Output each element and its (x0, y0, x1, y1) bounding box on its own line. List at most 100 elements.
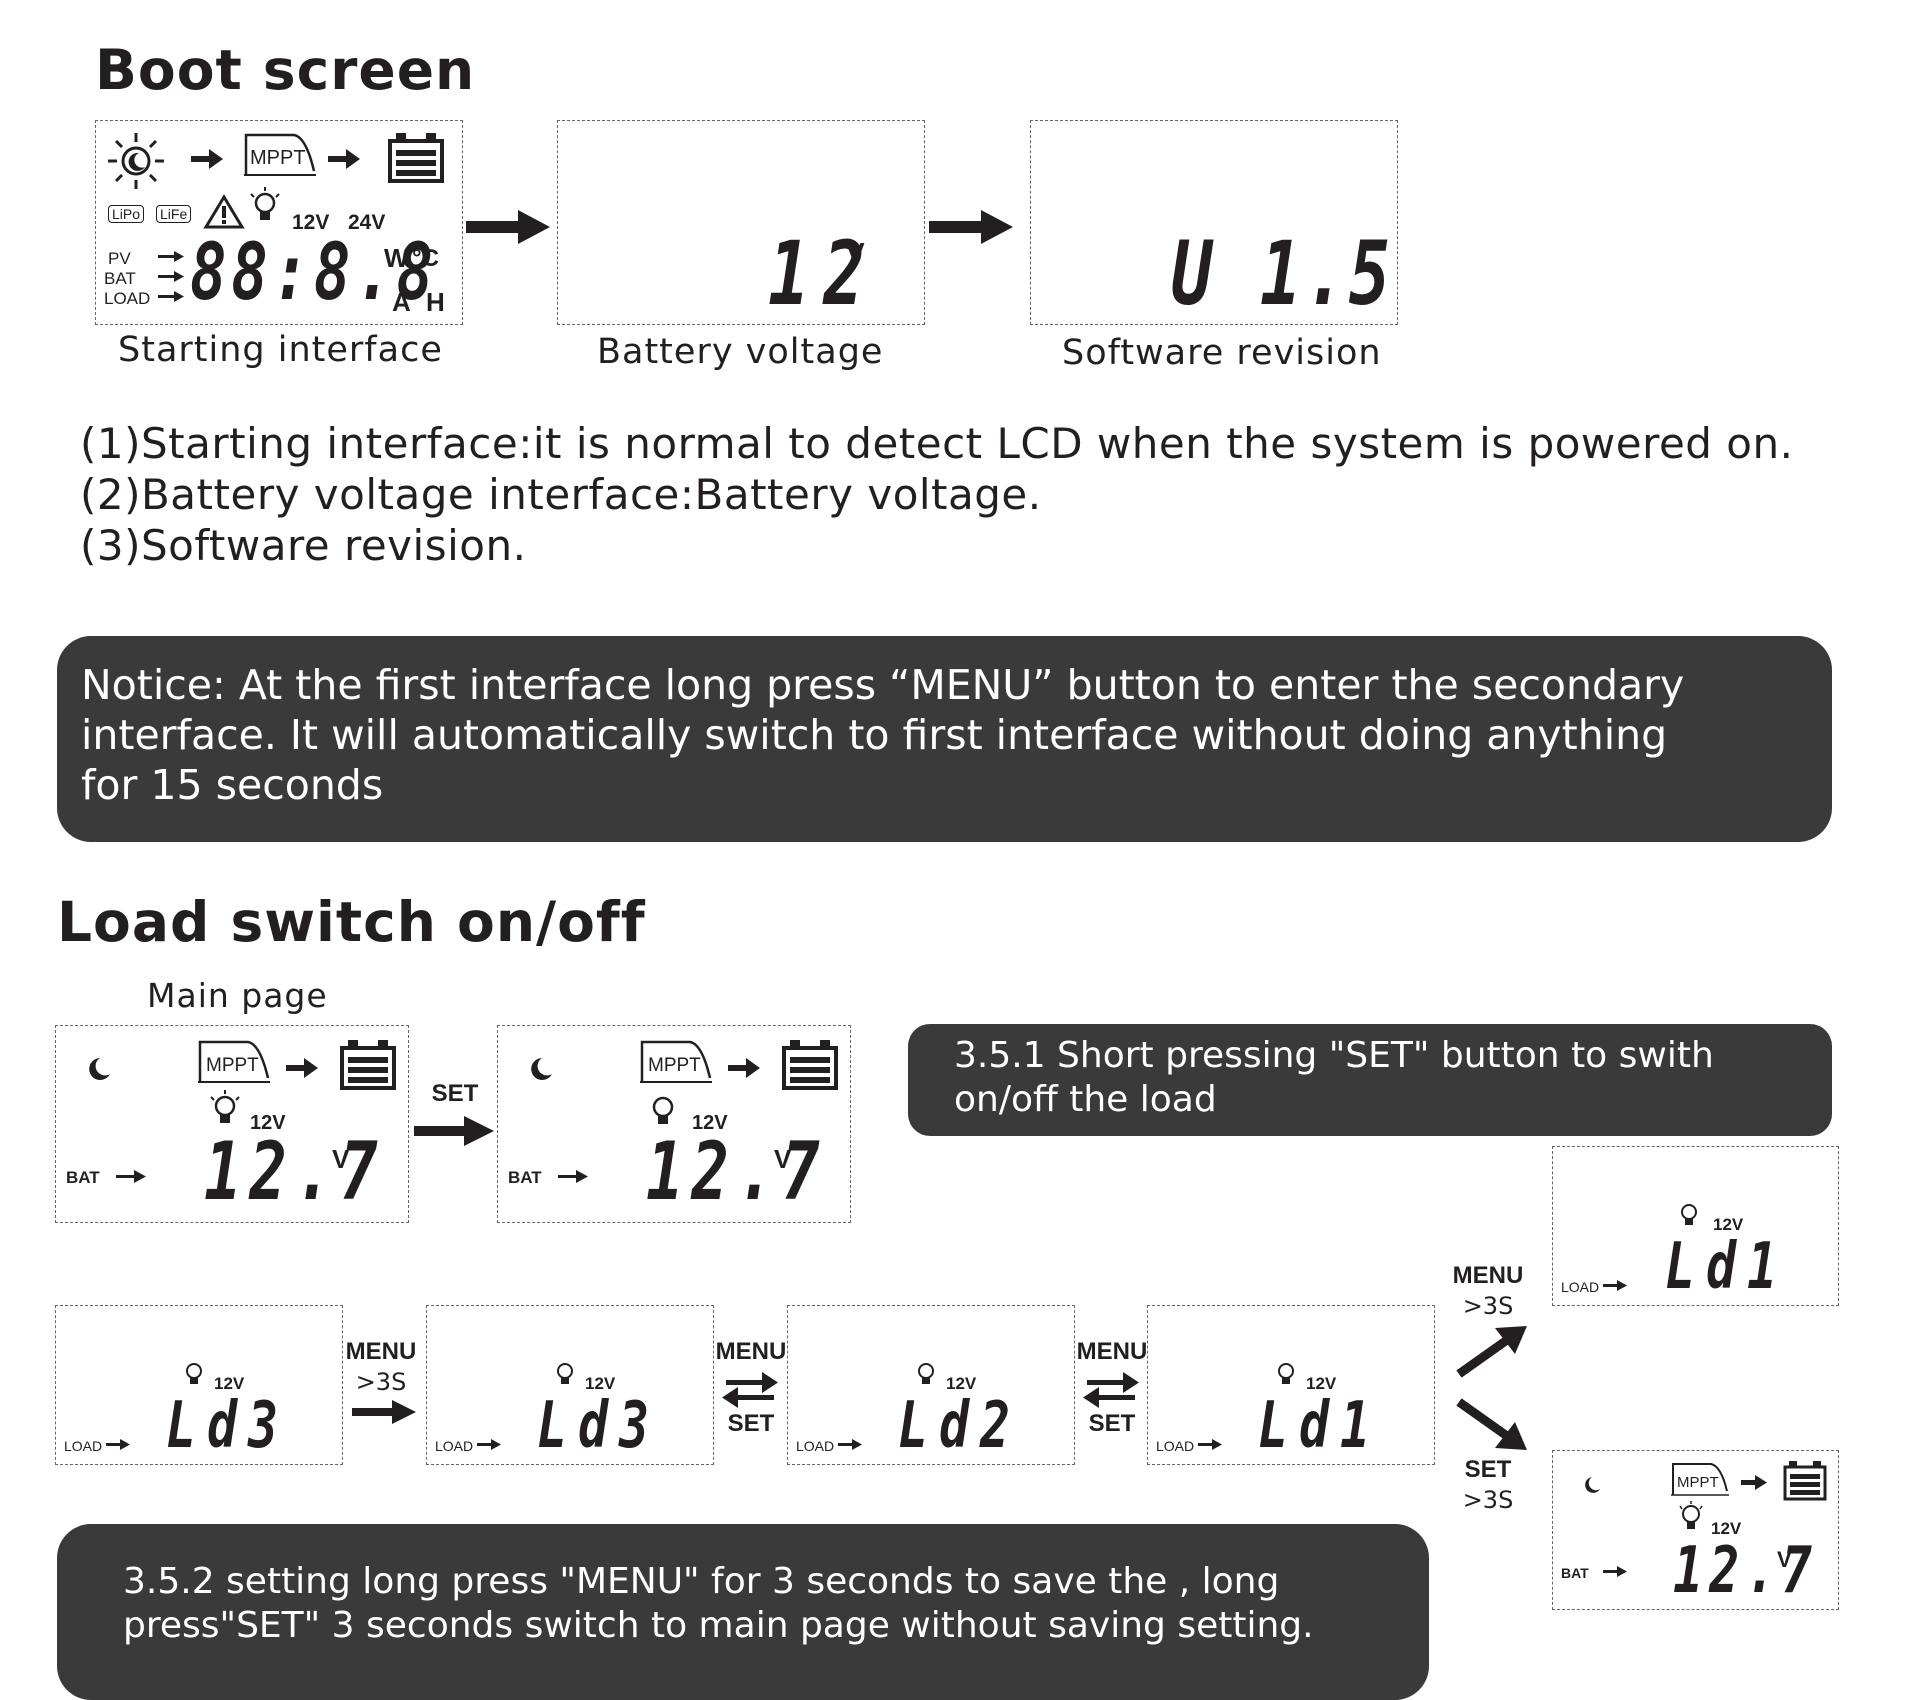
lipo-badge: LiPo (108, 205, 145, 223)
arrow-right-icon (728, 1058, 760, 1078)
bulb-icon (918, 1363, 934, 1384)
load-label: LOAD (64, 1438, 103, 1454)
bat-label: BAT (508, 1168, 542, 1187)
set-label: SET (1088, 1410, 1136, 1437)
mppt-icon: MPPT (640, 1038, 712, 1084)
caption-battery-voltage: Battery voltage (597, 332, 884, 372)
note-352-line-1: 3.5.2 setting long press "MENU" for 3 se… (123, 1561, 1280, 1602)
lcd-ld3-setting: 12V LOAD Ld3 (426, 1305, 714, 1465)
lcd-12v-label: 12V (250, 1112, 286, 1134)
main-voltage-value: 12.7 (204, 1125, 386, 1218)
lcd-12v-label: 12V (292, 211, 330, 234)
boot-screen-title: Boot screen (95, 38, 476, 102)
arrow-right-icon (477, 1439, 501, 1450)
mppt-label: MPPT (1677, 1474, 1719, 1491)
unit-c-label: °C (412, 245, 439, 272)
lcd-12v-label: 12V (1713, 1215, 1744, 1234)
lcd-24v-label: 24V (348, 211, 386, 234)
bulb-icon (557, 1363, 573, 1384)
battery-voltage-value: 12 (768, 222, 879, 325)
notice-line-3: for 15 seconds (81, 761, 384, 809)
note-351-box: 3.5.1 Short pressing "SET" button to swi… (908, 1024, 1832, 1136)
lcd-12v-label: 12V (214, 1374, 245, 1393)
note-351-line-1: 3.5.1 Short pressing "SET" button to swi… (954, 1035, 1714, 1076)
boot-note-3: (3)Software revision. (80, 521, 527, 570)
arrow-right-icon (1603, 1280, 1627, 1291)
battery-icon (1783, 1461, 1827, 1501)
arrow-right-icon (286, 1058, 318, 1078)
swap-arrows-icon (1083, 1372, 1139, 1408)
arrow-right-icon (929, 210, 1013, 244)
arrow-right-icon (328, 149, 360, 169)
arrow-right-icon (558, 1170, 588, 1183)
load-label: LOAD (104, 289, 151, 308)
lcd-ld2-setting: 12V LOAD Ld2 (787, 1305, 1075, 1465)
arrow-right-icon (1603, 1566, 1627, 1577)
lcd-12v-label: 12V (585, 1374, 616, 1393)
arrow-right-icon (1741, 1475, 1767, 1490)
unit-w-label: W (384, 243, 409, 273)
mppt-label: MPPT (250, 147, 306, 169)
main-voltage-value: 12.7 (1673, 1534, 1819, 1608)
bulb-icon (1278, 1363, 1294, 1384)
moon-icon (531, 1058, 552, 1080)
battery-icon (782, 1040, 838, 1090)
bulb-icon (210, 1090, 240, 1123)
menu-label: MENU (715, 1338, 787, 1365)
arrow-right-icon (158, 251, 184, 302)
lcd-software-revision: U 1.5 (1030, 120, 1398, 325)
boot-note-1: (1)Starting interface:it is normal to de… (80, 419, 1794, 468)
set-label: SET (431, 1080, 479, 1107)
lcd-ld1-result: 12V LOAD Ld1 (1552, 1146, 1839, 1306)
bulb-icon (652, 1096, 674, 1124)
hold-3s-label: >3S (355, 1368, 407, 1396)
main-voltage-unit: V (774, 1144, 792, 1174)
caption-software-revision: Software revision (1062, 333, 1382, 373)
mppt-icon: MPPT (1671, 1461, 1729, 1497)
menu-label: MENU (1076, 1338, 1148, 1365)
main-voltage-unit: V (1777, 1547, 1792, 1572)
hold-3s-label: >3S (1462, 1292, 1514, 1320)
set-label: SET (1464, 1456, 1512, 1483)
arrow-right-icon (116, 1170, 146, 1183)
pv-label: PV (108, 249, 131, 268)
bat-label: BAT (66, 1168, 100, 1187)
lcd-digit-display: 88:8.8 (190, 228, 438, 318)
note-352-line-2: press"SET" 3 seconds switch to main page… (123, 1605, 1314, 1646)
lcd-main-page-load-toggled: MPPT 12V BAT 12.7 V (497, 1025, 851, 1223)
notice-line-1: Notice: At the first interface long pres… (81, 661, 1685, 709)
bulb-icon (1679, 1501, 1703, 1529)
lcd-starting-interface: MPPT LiPo LiFe 12V 24V PV BAT LOAD 88:8.… (95, 120, 463, 325)
load-label: LOAD (796, 1438, 835, 1454)
arrow-up-right-icon (1456, 1326, 1527, 1378)
software-revision-value: U 1.5 (1171, 222, 1394, 325)
load-label: LOAD (435, 1438, 474, 1454)
lcd-12v-label: 12V (946, 1374, 977, 1393)
boot-note-2: (2)Battery voltage interface:Battery vol… (80, 470, 1042, 519)
lcd-12v-label: 12V (1711, 1519, 1742, 1538)
unit-h-label: H (426, 287, 445, 317)
menu-label: MENU (345, 1338, 417, 1365)
lcd-battery-voltage: 12 V (557, 120, 925, 325)
mppt-label: MPPT (648, 1055, 701, 1076)
mppt-icon: MPPT (198, 1038, 270, 1084)
lcd-ld3-initial: 12V LOAD Ld3 (55, 1305, 343, 1465)
main-voltage-unit: V (332, 1144, 350, 1174)
mppt-icon: MPPT (244, 131, 316, 177)
main-page-label: Main page (147, 976, 328, 1015)
notice-box: Notice: At the first interface long pres… (57, 636, 1832, 842)
set-label: SET (727, 1410, 775, 1437)
arrow-right-icon (838, 1439, 862, 1450)
lcd-main-page-result: MPPT 12V BAT 12.7 V (1552, 1450, 1839, 1610)
bat-label: BAT (104, 269, 136, 288)
battery-icon (340, 1040, 396, 1090)
arrow-down-right-icon (1456, 1398, 1527, 1450)
arrow-right-icon (352, 1400, 416, 1424)
main-voltage-value: 12.7 (646, 1125, 828, 1218)
warning-icon (203, 194, 245, 229)
moon-icon (89, 1058, 110, 1080)
arrow-right-icon (414, 1116, 494, 1146)
mppt-label: MPPT (206, 1055, 259, 1076)
load-switch-title: Load switch on/off (57, 890, 646, 954)
lcd-12v-label: 12V (1306, 1374, 1337, 1393)
